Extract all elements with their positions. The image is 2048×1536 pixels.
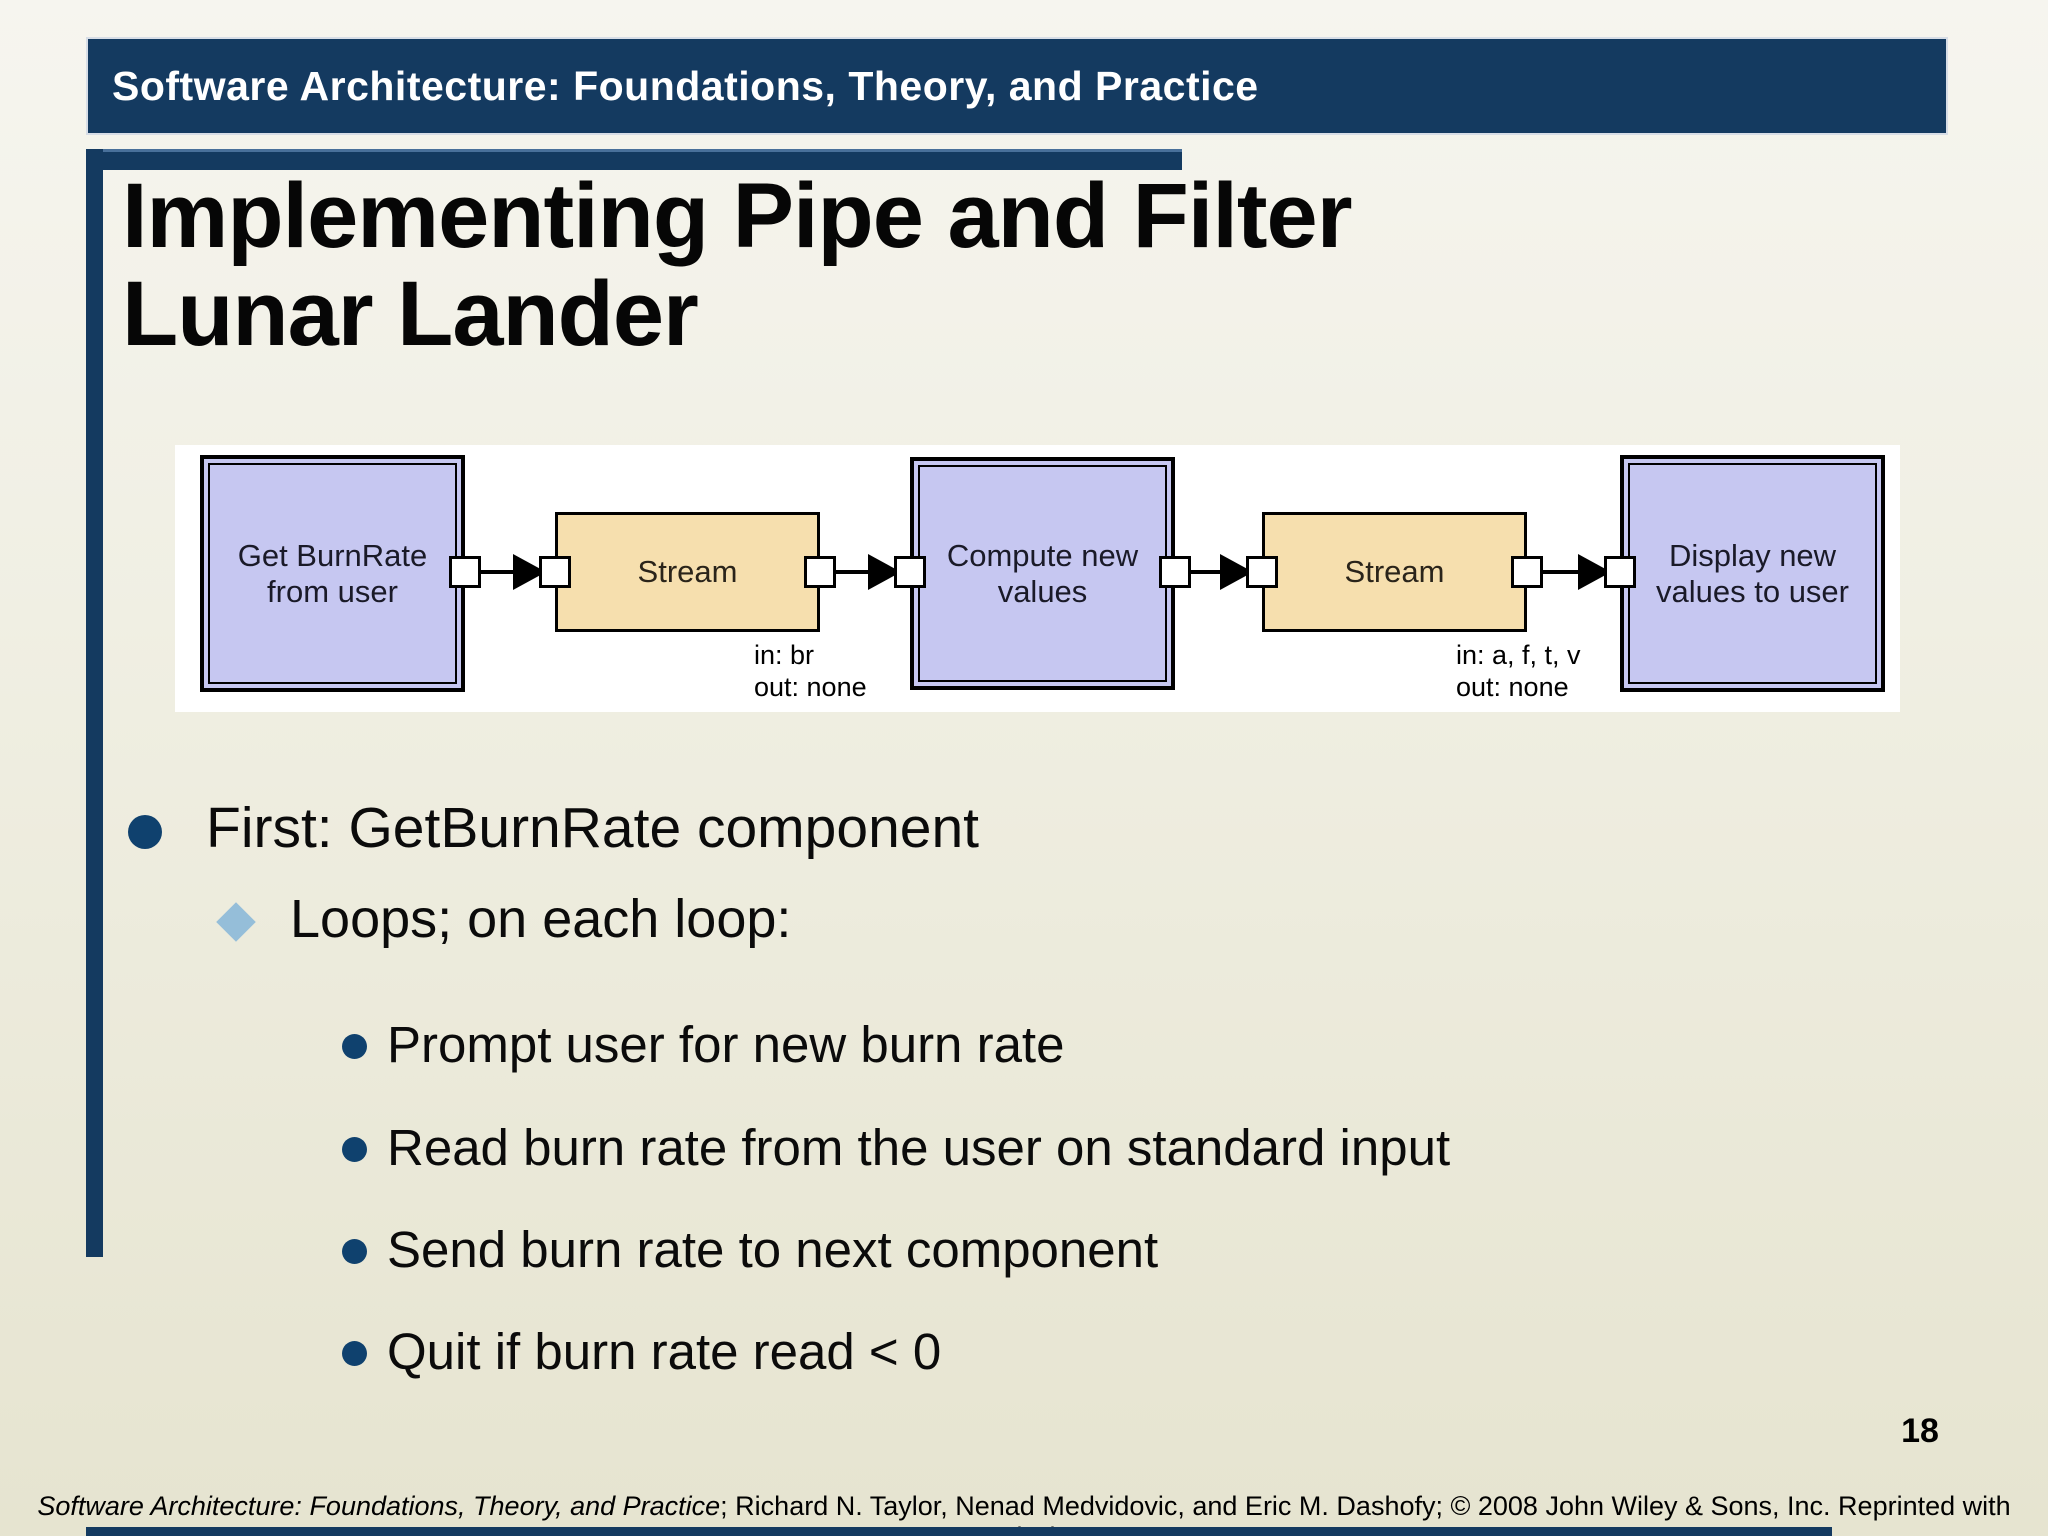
bullet-level3-text: Prompt user for new burn rate <box>387 1016 1065 1073</box>
bullet-level3-row: Prompt user for new burn rate <box>342 1015 1064 1074</box>
frame-horizontal-bar <box>86 149 1182 170</box>
pipe-line <box>830 570 900 574</box>
pipe-line <box>475 570 545 574</box>
component-label: Get BurnRate from user <box>237 537 428 609</box>
stream-1-in: in: br <box>754 640 815 670</box>
bullet-circle-icon <box>342 1341 367 1366</box>
connector-label: Stream <box>637 554 738 589</box>
footer-citation: Software Architecture: Foundations, Theo… <box>0 1491 2048 1536</box>
bullet-level3-row: Send burn rate to next component <box>342 1220 1158 1279</box>
bullet-circle-icon <box>128 815 162 849</box>
bullet-level3-row: Read burn rate from the user on standard… <box>342 1118 1450 1177</box>
connector-stream-2: Stream <box>1262 512 1527 632</box>
pipe-line <box>1185 570 1252 574</box>
page-title-line2: Lunar Lander <box>122 262 699 365</box>
component-label: Display new values to user <box>1656 537 1849 609</box>
stream-1-out: out: none <box>754 672 867 702</box>
port-in <box>539 556 571 588</box>
component-label: Compute new values <box>946 537 1139 609</box>
bullet-level1-row: First: GetBurnRate component <box>128 795 979 861</box>
frame-vertical-bar <box>86 149 103 1257</box>
header-title: Software Architecture: Foundations, Theo… <box>112 62 1259 109</box>
bullet-level2-text: Loops; on each loop: <box>290 889 792 949</box>
bullet-diamond-icon <box>216 902 256 942</box>
stream-1-io-label: in: br out: none <box>754 639 867 703</box>
bullet-circle-icon <box>342 1239 367 1264</box>
component-get-burnrate: Get BurnRate from user <box>200 455 465 692</box>
bullet-circle-icon <box>342 1034 367 1059</box>
page-title: Implementing Pipe and Filter Lunar Lande… <box>122 165 1682 365</box>
page-title-line1: Implementing Pipe and Filter <box>122 165 1353 267</box>
page-number: 18 <box>1901 1412 1939 1450</box>
port-out <box>1511 556 1543 588</box>
stream-2-in: in: a, f, t, v <box>1456 640 1581 670</box>
bullet-level3-text: Send burn rate to next component <box>387 1221 1159 1278</box>
connector-label: Stream <box>1344 554 1445 589</box>
bullet-circle-icon <box>342 1137 367 1162</box>
bullet-level2-row: Loops; on each loop: <box>216 888 792 950</box>
footer-citation-italic: Software Architecture: Foundations, Theo… <box>37 1491 721 1521</box>
footer-citation-rest: ; Richard N. Taylor, Nenad Medvidovic, a… <box>720 1491 2011 1536</box>
pipe-line <box>1537 570 1610 574</box>
bullet-level3-row: Quit if burn rate read < 0 <box>342 1322 941 1381</box>
stream-2-out: out: none <box>1456 672 1569 702</box>
pipe-and-filter-diagram: Get BurnRate from user Stream Compute ne… <box>175 445 1900 712</box>
stream-2-io-label: in: a, f, t, v out: none <box>1456 639 1581 703</box>
bullet-level3-text: Quit if burn rate read < 0 <box>387 1323 942 1380</box>
port-out <box>449 556 481 588</box>
bullet-level3-text: Read burn rate from the user on standard… <box>387 1119 1451 1176</box>
port-in <box>1604 556 1636 588</box>
header-bar: Software Architecture: Foundations, Theo… <box>86 37 1948 135</box>
bullet-level1-text: First: GetBurnRate component <box>206 796 980 860</box>
connector-stream-1: Stream <box>555 512 820 632</box>
component-display-new-values: Display new values to user <box>1620 455 1885 692</box>
port-in <box>894 556 926 588</box>
port-out <box>1159 556 1191 588</box>
port-out <box>804 556 836 588</box>
component-compute-new-values: Compute new values <box>910 457 1175 690</box>
port-in <box>1246 556 1278 588</box>
bottom-strip <box>86 1527 1832 1536</box>
